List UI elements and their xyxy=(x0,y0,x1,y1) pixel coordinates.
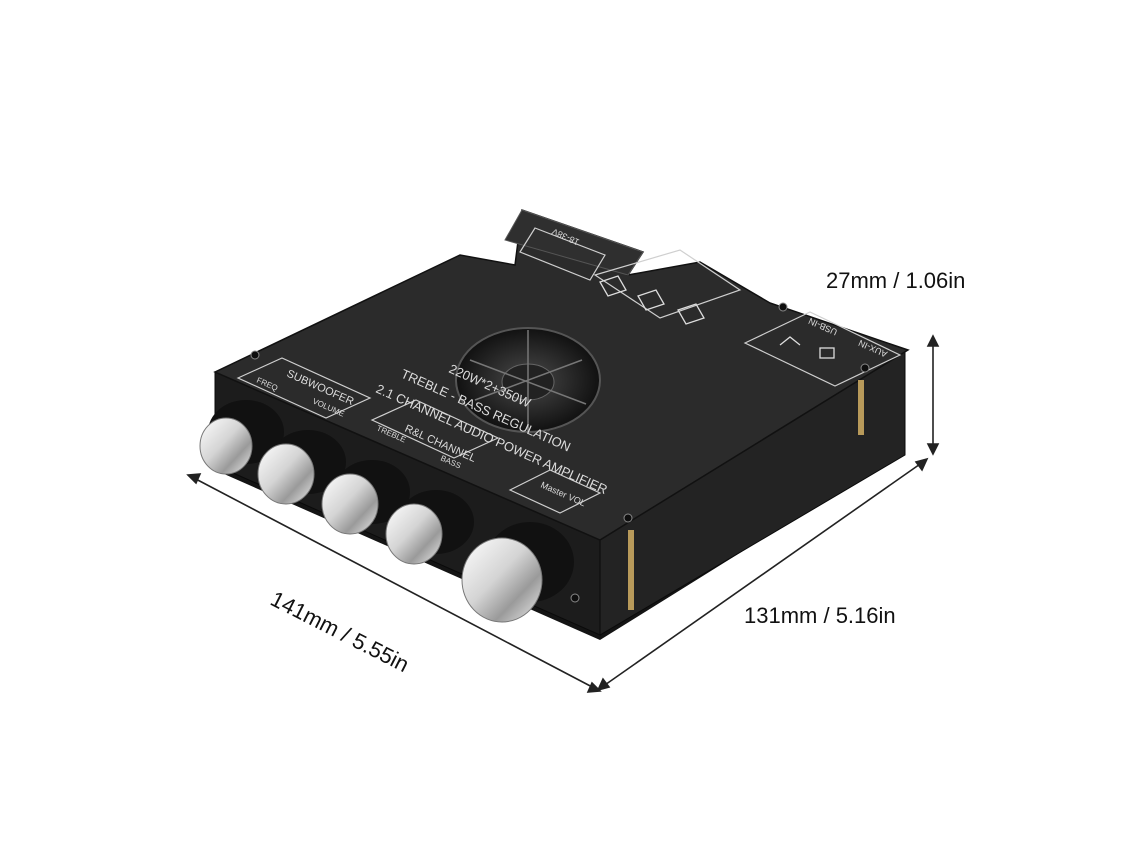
treble-knob[interactable] xyxy=(321,460,410,535)
freq-knob[interactable] xyxy=(199,400,284,475)
speaker-icon xyxy=(637,289,665,311)
silkscreen xyxy=(236,227,902,514)
amplifier-board: SUBWOOFER FREQ VOLUME R&L CHANNEL TREBLE… xyxy=(199,208,910,640)
length-dimension-line xyxy=(191,476,597,690)
mount-screws xyxy=(250,302,870,603)
master-volume-knob[interactable] xyxy=(461,522,574,623)
dimension-lines xyxy=(186,334,940,693)
width-dimension-line xyxy=(601,461,924,688)
width-dimension-label: 131mm / 5.16in xyxy=(744,603,896,628)
height-dimension-label: 27mm / 1.06in xyxy=(826,268,966,293)
subwoofer-volume-knob[interactable] xyxy=(257,430,346,505)
speaker-output-icons xyxy=(599,275,835,359)
fan-grill xyxy=(469,330,587,432)
speaker-icon xyxy=(677,303,705,325)
standoffs xyxy=(628,380,864,610)
usb-icon xyxy=(779,336,801,346)
speaker-icon xyxy=(599,275,627,297)
control-knobs xyxy=(199,400,574,623)
aux-icon xyxy=(819,347,835,359)
bass-knob[interactable] xyxy=(385,490,474,565)
